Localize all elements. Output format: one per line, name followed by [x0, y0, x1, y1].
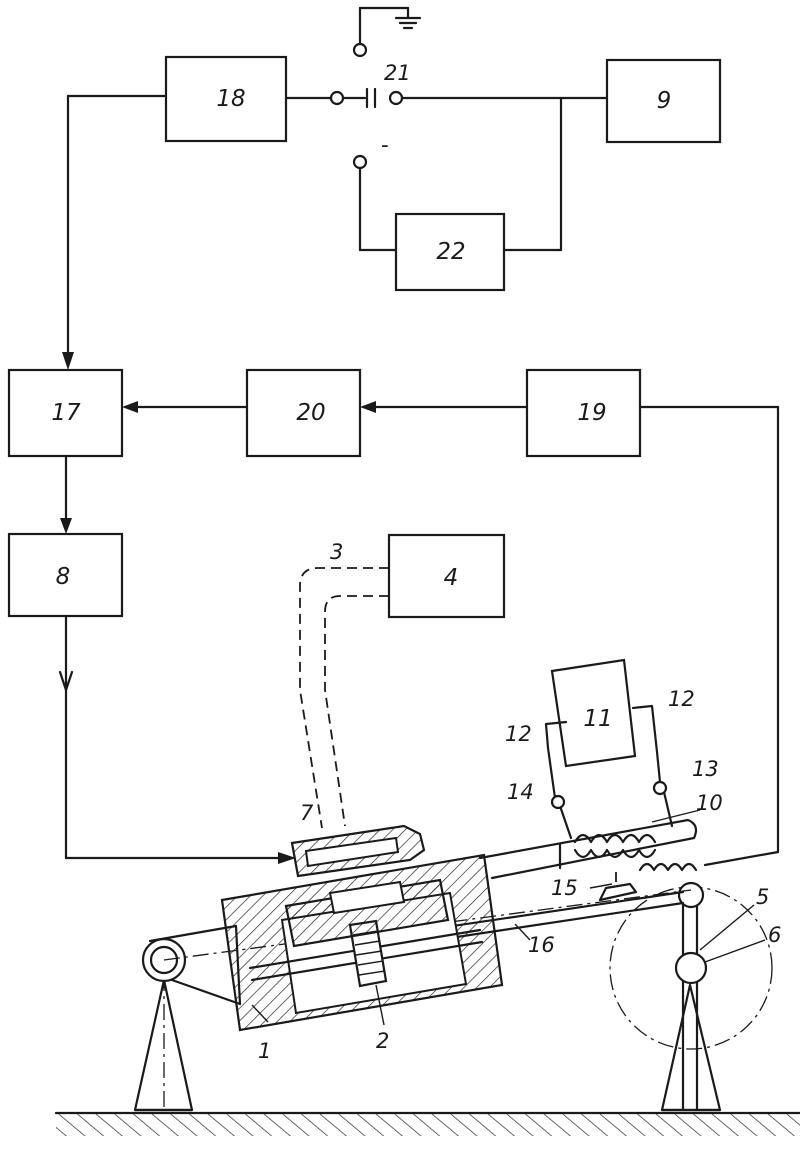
label-7: 7	[300, 801, 314, 825]
block-18: 18	[166, 57, 286, 141]
label-3: 3	[330, 540, 343, 564]
right-support: 5 6	[610, 883, 781, 1110]
label-12-right: 12	[668, 687, 695, 711]
label-2: 2	[376, 1029, 389, 1053]
block-20-label: 20	[296, 400, 325, 426]
label-5: 5	[756, 885, 769, 909]
block-8-label: 8	[56, 564, 71, 590]
label-6: 6	[768, 923, 781, 947]
label-14: 14	[507, 780, 534, 804]
block-4: 4	[389, 535, 504, 617]
block-19: 19	[527, 370, 640, 456]
wire-8-7	[60, 616, 296, 864]
block-19-label: 19	[577, 400, 606, 426]
block-18-label: 18	[216, 86, 245, 112]
block-8: 8	[9, 534, 122, 616]
block-17-label: 17	[51, 400, 81, 426]
label-10: 10	[696, 791, 723, 815]
block-17: 17	[9, 370, 122, 456]
block-20: 20	[247, 370, 360, 456]
wire-18-17	[62, 96, 166, 370]
block-11-assembly: 11 12 12 13 14	[505, 660, 719, 838]
ground-symbol	[354, 8, 420, 56]
clamp-7: 7	[292, 801, 424, 876]
label-16: 16	[528, 933, 555, 957]
pipe-3: 3	[300, 540, 389, 828]
block-4-label: 4	[444, 565, 459, 591]
label-15: 15	[551, 876, 578, 900]
block-22: 22	[396, 214, 504, 290]
block-11-label: 11	[583, 706, 612, 732]
left-support	[135, 939, 192, 1110]
switch-minus-mark: -	[381, 133, 389, 157]
wire-17-8	[60, 456, 72, 534]
ground-base	[56, 1113, 800, 1136]
label-21: 21	[384, 61, 411, 85]
housing-1: 1 2	[222, 855, 502, 1063]
label-1: 1	[258, 1039, 271, 1063]
block-9: 9	[607, 60, 720, 142]
label-13: 13	[692, 757, 719, 781]
label-12-left: 12	[505, 722, 532, 746]
switch-21: 21 -	[286, 61, 607, 168]
block-22-label: 22	[436, 239, 465, 265]
block-9-label: 9	[657, 88, 672, 114]
